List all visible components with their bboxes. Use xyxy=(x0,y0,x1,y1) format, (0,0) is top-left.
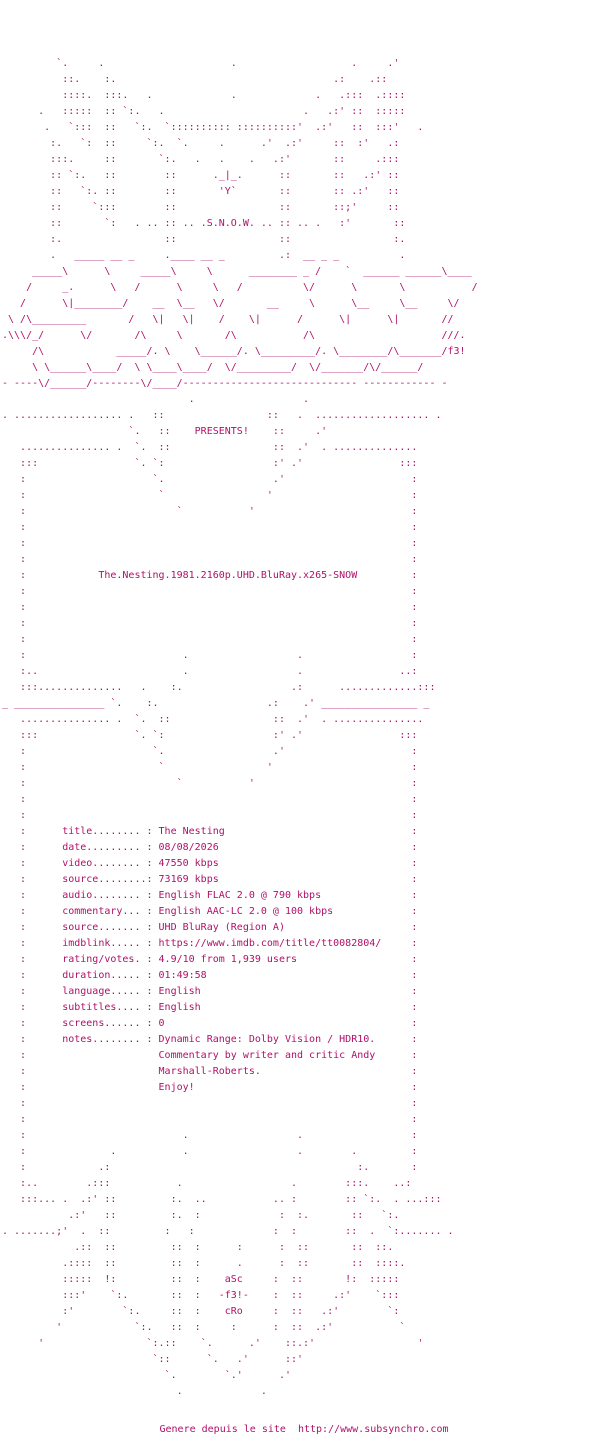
nfo-ascii-art: `. . . . .' ::. :. .: .:: ::::. :::. . .… xyxy=(2,58,478,1397)
footer-credit: Genere depuis le site http://www.subsync… xyxy=(159,1424,449,1435)
